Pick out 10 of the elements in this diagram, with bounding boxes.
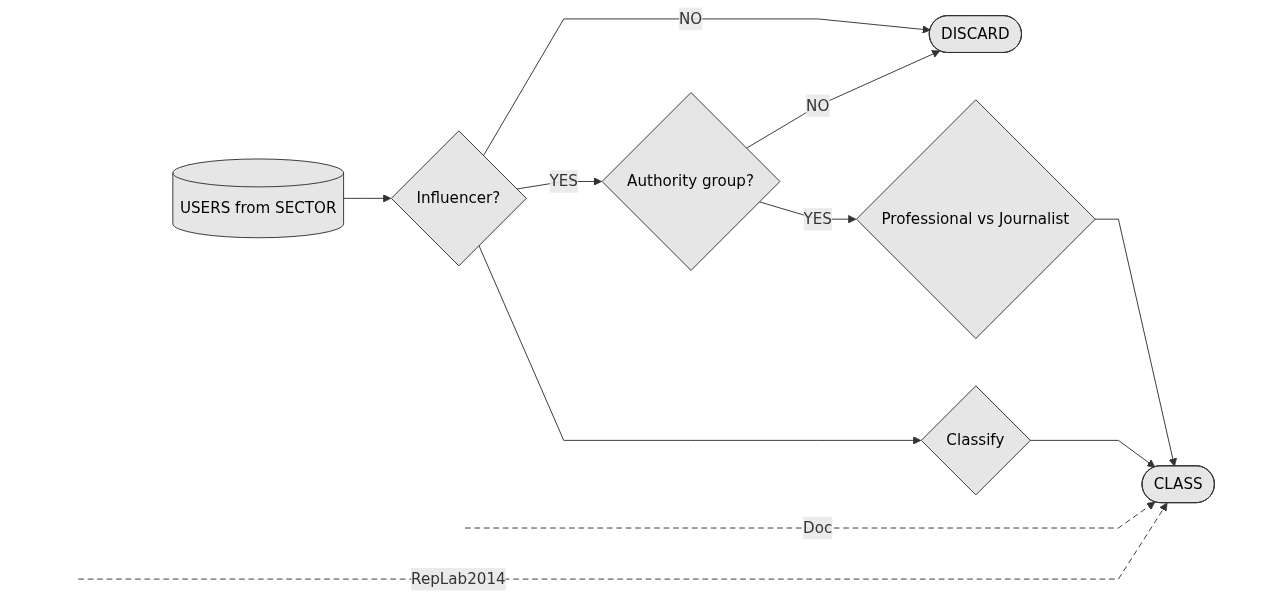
edge-label: NO [805,96,830,115]
node-diamond: Authority group? [601,92,781,271]
edge-label: NO [678,9,702,28]
edge-label: YES [803,209,832,228]
node-diamond: Influencer? [390,130,527,267]
node-diamond: Classify [920,385,1031,496]
edge-label: RepLab2014 [410,569,506,588]
node-diamond: Professional vs Journalist [855,99,1096,340]
edge-label: Doc [802,518,833,537]
edge-label: YES [549,172,578,190]
